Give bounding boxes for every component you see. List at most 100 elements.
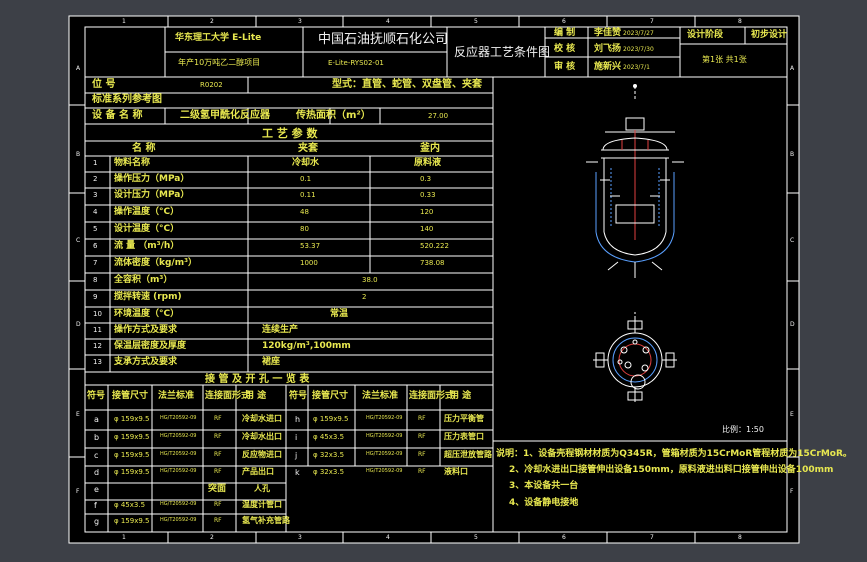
param-inner: 738.08 — [420, 259, 445, 267]
nozzle-face: RF — [214, 415, 222, 422]
zone-column-label: 8 — [738, 18, 742, 25]
param-no: 9 — [93, 293, 98, 301]
equipment-name-value: 二级氢甲酰化反应器 — [180, 110, 270, 121]
param-name: 流 量 （m³/h） — [114, 241, 180, 251]
nozzle-symbol: a — [94, 415, 99, 424]
nozzle-face: RF — [418, 433, 426, 440]
nozzle-symbol: c — [94, 451, 99, 460]
param-name: 设计压力（MPa） — [114, 190, 190, 200]
role-label: 编 制 — [554, 28, 576, 38]
param-no: 11 — [93, 326, 102, 334]
nozzle-symbol: k — [295, 468, 300, 477]
zone-column-label: 2 — [210, 534, 214, 541]
standard-label: 标准系列参考图 — [92, 94, 162, 105]
role-date: 2023/7/27 — [623, 30, 654, 37]
nozzle-size: φ 32x3.5 — [313, 451, 345, 459]
param-name: 环境温度（°C） — [114, 309, 180, 319]
nozzle-size: φ 32x3.5 — [313, 468, 345, 476]
zone-row-label: F — [790, 488, 794, 495]
equipment-type: 型式：直管、蛇管、双盘管、夹套 — [332, 79, 482, 90]
param-no: 6 — [93, 242, 98, 250]
heat-area-value: 27.00 — [428, 112, 449, 120]
drawing-number: E-Lite-RYS02-01 — [328, 59, 384, 67]
nozzle-flange-std: HG/T20592-09 — [160, 415, 197, 421]
param-inner: 原料液 — [414, 158, 442, 168]
zone-row-label: D — [76, 321, 81, 328]
zone-row-label: B — [790, 151, 795, 158]
nozzle-use: 人孔 — [254, 484, 270, 493]
nozzle-symbol: i — [295, 433, 298, 442]
zone-column-label: 7 — [650, 18, 654, 25]
nozzle-header: 接管尺寸 — [312, 391, 349, 401]
param-no: 1 — [93, 159, 98, 167]
param-name: 全容积（m³） — [114, 275, 173, 285]
zone-column-label: 6 — [562, 534, 566, 541]
note-line: 4、设备静电接地 — [509, 498, 579, 508]
zone-column-label: 1 — [122, 18, 126, 25]
zone-row-label: E — [76, 411, 80, 418]
param-name: 支承方式及要求 — [114, 357, 178, 367]
param-jacket: 0.11 — [300, 191, 316, 199]
nozzle-face: RF — [418, 415, 426, 422]
nozzle-use: 反应物进口 — [242, 450, 282, 459]
nozzle-header: 符号 — [289, 391, 308, 401]
param-value: 连续生产 — [262, 325, 299, 335]
nozzle-flange-std: HG/T20592-09 — [366, 433, 403, 439]
param-name: 搅拌转速 (rpm) — [114, 292, 182, 302]
nozzle-header: 法兰标准 — [362, 391, 399, 401]
nozzle-symbol: j — [295, 451, 298, 460]
param-jacket: 48 — [300, 208, 309, 216]
nozzle-use: 超压泄放管路 — [444, 450, 492, 459]
note-line: 说明：1、设备壳程钢材材质为Q345R，管箱材质为15CrMoR管程材质为15C… — [496, 449, 852, 459]
nozzle-header: 用 途 — [245, 391, 267, 401]
param-name: 操作压力（MPa） — [114, 174, 190, 184]
param-inner: 0.3 — [420, 175, 432, 183]
zone-column-label: 5 — [474, 534, 478, 541]
tag-label: 位 号 — [92, 79, 116, 90]
nozzle-face: RF — [214, 433, 222, 440]
role-date: 2023/7/1 — [623, 64, 650, 71]
zone-ticks — [69, 16, 799, 543]
nozzle-size: φ 45x3.5 — [313, 433, 345, 441]
nozzle-header: 用 途 — [450, 391, 472, 401]
param-name: 操作温度（°C） — [114, 207, 180, 217]
nozzle-table-title: 接 管 及 开 孔 一 览 表 — [205, 374, 310, 385]
equipment-name-label: 设 备 名 称 — [92, 110, 143, 121]
role-date: 2023/7/30 — [623, 46, 654, 53]
nozzle-header: 连接面形式 — [205, 391, 251, 401]
stage-label: 设计阶段 — [687, 30, 724, 40]
param-no: 8 — [93, 276, 98, 284]
company-name: 中国石油抚顺石化公司 — [318, 32, 449, 47]
zone-row-label: F — [76, 488, 80, 495]
title-block-lines — [84, 26, 788, 78]
param-no: 3 — [93, 191, 98, 199]
role-label: 审 核 — [554, 62, 576, 72]
note-line: 2、冷却水进出口接管伸出设备150mm，原料液进出料口接管伸出设备100mm — [509, 465, 834, 475]
zone-row-label: E — [790, 411, 794, 418]
nozzle-size: φ 159x9.5 — [313, 415, 349, 423]
nozzle-use: 温度计管口 — [242, 500, 282, 509]
nozzle-header: 连接面形式 — [409, 391, 455, 401]
nozzle-face: RF — [214, 501, 222, 508]
nozzle-use: 压力表管口 — [444, 432, 484, 441]
nozzle-header: 接管尺寸 — [112, 391, 149, 401]
param-jacket: 53.37 — [300, 242, 321, 250]
nozzle-use: 氢气补充管路 — [242, 516, 290, 525]
role-name: 施新兴 — [594, 62, 622, 72]
zone-row-label: A — [790, 65, 795, 72]
nozzle-size: φ 159x9.5 — [114, 451, 150, 459]
zone-row-label: C — [76, 237, 81, 244]
param-value: 2 — [362, 293, 367, 301]
param-name: 操作方式及要求 — [114, 325, 178, 335]
sheet-count: 第1张 共1张 — [702, 55, 747, 64]
param-name: 流体密度（kg/m³） — [114, 258, 198, 268]
scale-label: 比例：1:50 — [722, 425, 764, 434]
nozzle-flange-std: HG/T20592-09 — [366, 451, 403, 457]
param-value: 120kg/m³,100mm — [262, 341, 351, 351]
nozzle-face: RF — [418, 451, 426, 458]
zone-row-label: B — [76, 151, 81, 158]
drawing-title: 反应器工艺条件图 — [454, 45, 551, 59]
nozzle-face: RF — [214, 517, 222, 524]
